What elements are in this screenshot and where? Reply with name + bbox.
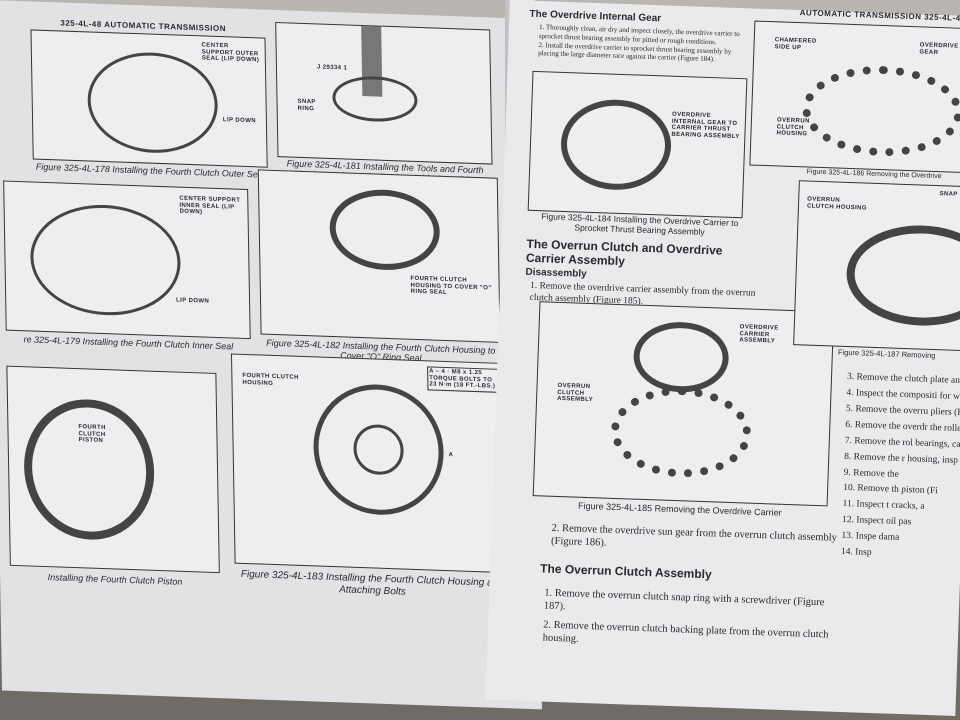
figure-label: FOURTH CLUTCH HOUSING TO COVER "O" RING … xyxy=(410,275,492,297)
figure-label: CHAMFERED SIDE UP xyxy=(774,37,817,51)
figure-187: OVERRUN CLUTCH HOUSING SNAP xyxy=(793,180,960,352)
step: 14. Insp xyxy=(840,547,872,559)
figure-label: CENTER SUPPORT OUTER SEAL (LIP DOWN) xyxy=(201,42,260,64)
step: 9. Remove the xyxy=(843,467,899,480)
carrier-illustration xyxy=(559,97,673,192)
figure-179: CENTER SUPPORT INNER SEAL (LIP DOWN) LIP… xyxy=(3,180,251,340)
steps-list: 1. Thoroughly clean, air dry and inspect… xyxy=(538,23,744,65)
figure-label: FOURTH CLUTCH HOUSING xyxy=(242,372,299,387)
torque-spec-label: A – 4 · M8 x 1.25 TORQUE BOLTS TO 23 N·m… xyxy=(427,366,503,393)
figure-label: CENTER SUPPORT INNER SEAL (LIP DOWN) xyxy=(179,195,241,216)
figure-piston: FOURTH CLUTCH PISTON xyxy=(6,365,220,574)
figure-caption: Figure 325-4L-183 Installing the Fourth … xyxy=(240,568,504,598)
figure-label: A xyxy=(448,452,454,459)
figure-183: FOURTH CLUTCH HOUSING A – 4 · M8 x 1.25 … xyxy=(230,353,510,574)
step: 11. Inspect t cracks, a xyxy=(842,499,925,513)
section-title: The Overrun Clutch Assembly xyxy=(539,561,712,582)
figure-label: LIP DOWN xyxy=(176,297,210,305)
overrun-clutch-illustration xyxy=(609,384,753,480)
clutch-housing-illustration xyxy=(329,187,441,272)
figure-185: OVERDRIVE CARRIER ASSEMBLY OVERRUN CLUTC… xyxy=(532,301,835,507)
figure-label: SNAP RING xyxy=(297,98,316,112)
figure-label: SNAP xyxy=(939,191,958,198)
step: 13. Inspe dama xyxy=(841,531,900,544)
sun-gear-illustration xyxy=(800,63,960,159)
subheading: Disassembly xyxy=(525,266,587,280)
figure-label: OVERRUN CLUTCH ASSEMBLY xyxy=(556,382,594,404)
figure-label: OVERRUN CLUTCH HOUSING xyxy=(806,196,867,212)
figure-178: CENTER SUPPORT OUTER SEAL (LIP DOWN) LIP… xyxy=(30,29,268,168)
steps-list: 1. Remove the overrun clutch snap ring w… xyxy=(543,587,845,656)
figure-181: J 29334 1 SNAP RING xyxy=(275,21,493,165)
figure-182: FOURTH CLUTCH HOUSING TO COVER "O" RING … xyxy=(257,169,501,343)
step: 12. Inspect oil pas xyxy=(841,515,912,528)
seal-illustration xyxy=(29,202,182,318)
step: 2. Remove the overrun clutch backing pla… xyxy=(542,619,829,646)
piston-illustration xyxy=(22,397,156,542)
overdrive-carrier-illustration xyxy=(632,320,730,394)
figure-label: OVERDRIVE CARRIER ASSEMBLY xyxy=(739,324,779,345)
section-title: The Overdrive Internal Gear xyxy=(529,8,662,25)
right-steps-list: 3. Remove the clutch plate and keep them… xyxy=(841,372,960,567)
figure-label: J 29334 1 xyxy=(316,64,348,72)
right-page: AUTOMATIC TRANSMISSION 325-4L-49 The Ove… xyxy=(485,0,960,716)
step: 2. Remove the overdrive sun gear from th… xyxy=(550,522,838,549)
figure-label: OVERDRIVE INTERNAL GEAR TO CARRIER THRUS… xyxy=(671,111,740,140)
step: 10. Remove th piston (Fi xyxy=(842,483,939,497)
step: 1. Remove the overrun clutch snap ring w… xyxy=(543,587,825,613)
left-page: 325-4L-48 AUTOMATIC TRANSMISSION CENTER … xyxy=(0,0,542,710)
snap-ring-illustration xyxy=(332,74,418,123)
figure-caption: Installing the Fourth Clutch Piston xyxy=(47,572,183,587)
step: 3. Remove the clutch plate and keep them… xyxy=(846,371,960,387)
figure-caption: Figure 325-4L-187 Removing xyxy=(837,347,936,361)
step: 5. Remove the overru pliers (Figure 189) xyxy=(845,403,960,419)
seal-illustration xyxy=(86,50,219,156)
figure-label: OVERDRIVE SUN GEAR xyxy=(919,42,960,56)
clutch-housing-illustration xyxy=(844,222,960,329)
figure-label: LIP DOWN xyxy=(222,117,257,125)
step: 7. Remove the rol bearings, cage a xyxy=(844,435,960,451)
step: 6. Remove the overdr the roller clutch xyxy=(845,419,960,435)
figure-184: OVERDRIVE INTERNAL GEAR TO CARRIER THRUS… xyxy=(527,70,748,219)
figure-186: CHAMFERED SIDE UP OVERDRIVE SUN GEAR OVE… xyxy=(749,20,960,174)
step: 4. Inspect the compositi for wear, or he… xyxy=(846,387,960,403)
figure-label: OVERRUN CLUTCH HOUSING xyxy=(776,117,810,138)
step: 8. Remove the r housing, insp xyxy=(844,451,959,466)
figure-label: FOURTH CLUTCH PISTON xyxy=(78,424,106,445)
